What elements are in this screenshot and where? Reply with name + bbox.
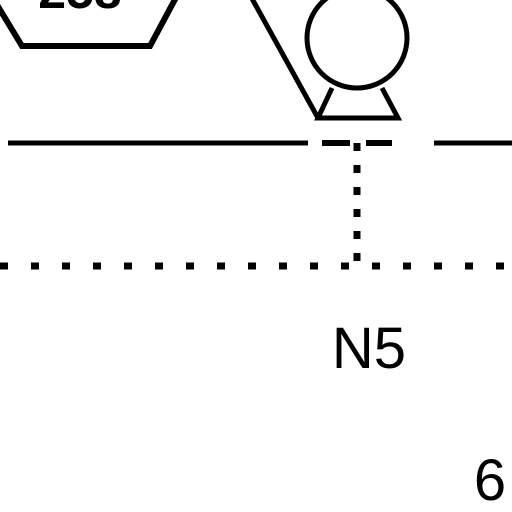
node-label-n5: N5 bbox=[332, 316, 406, 381]
hexagon-tag-label: 258 bbox=[38, 0, 121, 19]
pump-circle-icon bbox=[304, 0, 410, 91]
pump-symbol bbox=[304, 0, 410, 121]
node-label-6: 6 bbox=[474, 448, 506, 512]
hexagon-outline bbox=[0, 0, 179, 49]
hexagon-tag: 258 bbox=[0, 0, 179, 49]
pump-base bbox=[314, 86, 403, 121]
diagonal-connector bbox=[249, 0, 321, 120]
